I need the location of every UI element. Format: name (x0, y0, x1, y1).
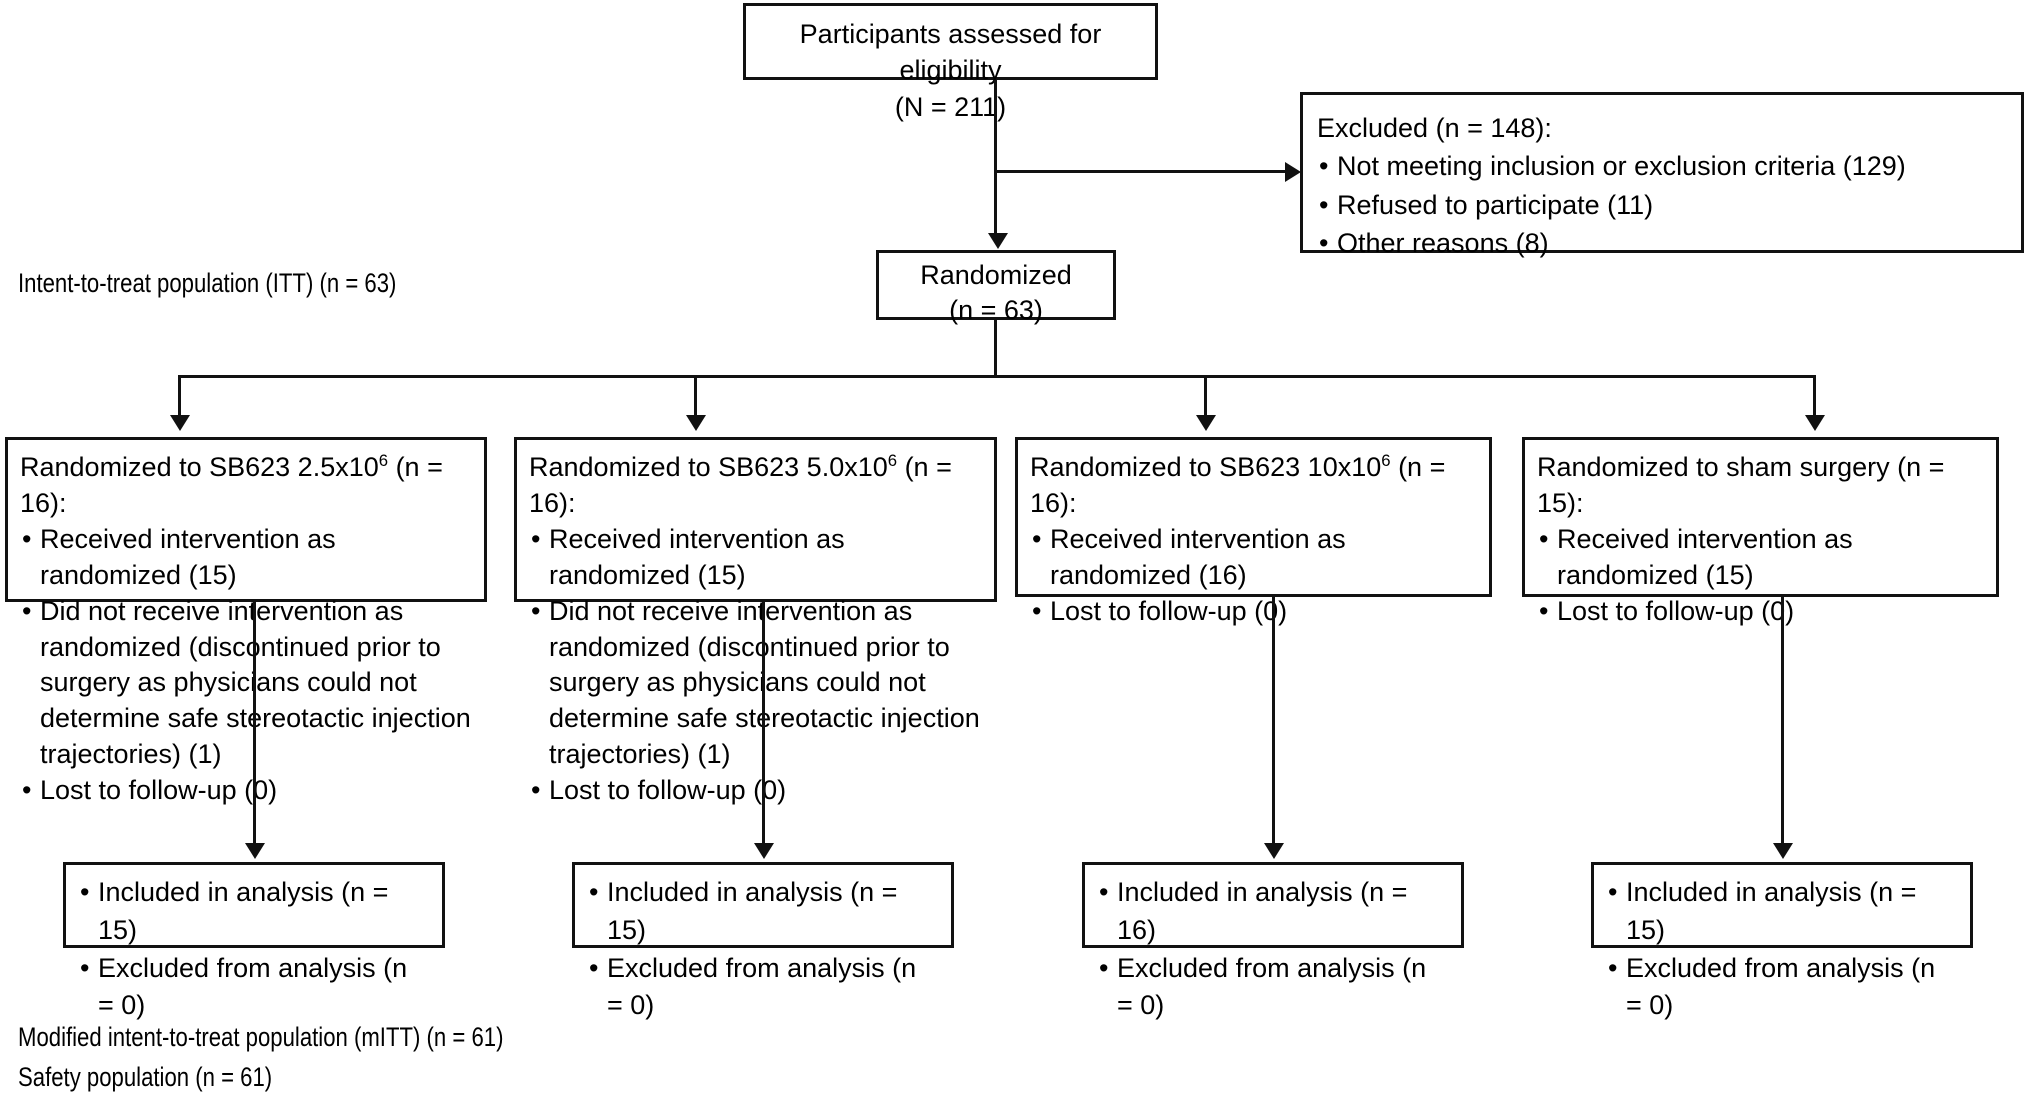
stem-to-arm-1 (178, 375, 181, 417)
stem-to-arm-3 (1204, 375, 1207, 417)
randomized-line1: Randomized (920, 260, 1072, 290)
split-bar (178, 375, 1816, 378)
list-item: Included in analysis (n = 15) (587, 874, 939, 950)
list-item: Received intervention as randomized (16) (1030, 522, 1477, 594)
trunk-line-randomized-to-split (994, 320, 997, 378)
analysis-list-4: Included in analysis (n = 15) Excluded f… (1606, 874, 1958, 1025)
stem-arm1-to-analysis1 (253, 602, 256, 845)
arrow-down-to-randomized (988, 233, 1008, 249)
list-item: Received intervention as randomized (15) (529, 522, 982, 594)
stem-arm3-to-analysis3 (1272, 597, 1275, 845)
arm-heading-4: Randomized to sham surgery (n = 15): (1537, 452, 1945, 518)
analysis-box-2: Included in analysis (n = 15) Excluded f… (572, 862, 954, 1020)
list-item: Lost to follow-up (0) (1537, 594, 1984, 630)
arm-item-list-4: Received intervention as randomized (15)… (1537, 522, 1984, 630)
list-item: Excluded from analysis (n = 0) (78, 950, 430, 1026)
arm-item-list-2: Received intervention as randomized (15)… (529, 522, 982, 809)
list-item: Did not receive intervention as randomiz… (529, 594, 982, 774)
excluded-reason-list: Not meeting inclusion or exclusion crite… (1317, 147, 2007, 262)
trunk-line-assessed-to-randomized (994, 80, 997, 235)
analysis-list-2: Included in analysis (n = 15) Excluded f… (587, 874, 939, 1025)
list-item: Included in analysis (n = 16) (1097, 874, 1449, 950)
stem-to-arm-4 (1813, 375, 1816, 417)
list-item: Excluded from analysis (n = 0) (1606, 950, 1958, 1026)
list-item: Excluded from analysis (n = 0) (1097, 950, 1449, 1026)
itt-population-label: Intent-to-treat population (ITT) (n = 63… (18, 268, 397, 298)
arrow-down-to-analysis-4 (1773, 843, 1793, 859)
branch-line-to-excluded (994, 170, 1286, 173)
analysis-box-1: Included in analysis (n = 15) Excluded f… (63, 862, 445, 1020)
excluded-box: Excluded (n = 148): Not meeting inclusio… (1300, 92, 2024, 263)
arrow-right-to-excluded (1285, 162, 1301, 182)
arm-box-3: Randomized to SB623 10x106 (n = 16): Rec… (1015, 437, 1492, 629)
randomized-box: Randomized (n = 63) (876, 250, 1116, 325)
assessed-line2: (N = 211) (894, 91, 1007, 122)
list-item: Refused to participate (11) (1317, 186, 2007, 225)
list-item: Included in analysis (n = 15) (1606, 874, 1958, 950)
arm-heading-1: Randomized to SB623 2.5x106 (n = 16): (20, 451, 443, 518)
analysis-list-3: Included in analysis (n = 16) Excluded f… (1097, 874, 1449, 1025)
list-item: Lost to follow-up (0) (529, 773, 982, 809)
analysis-box-4: Included in analysis (n = 15) Excluded f… (1591, 862, 1973, 1020)
list-item: Did not receive intervention as randomiz… (20, 594, 472, 774)
arm-heading-3: Randomized to SB623 10x106 (n = 16): (1030, 451, 1446, 518)
stem-arm4-to-analysis4 (1781, 597, 1784, 845)
arrow-down-to-arm-1 (170, 415, 190, 431)
list-item: Included in analysis (n = 15) (78, 874, 430, 950)
stem-to-arm-2 (694, 375, 697, 417)
analysis-box-3: Included in analysis (n = 16) Excluded f… (1082, 862, 1464, 1020)
arrow-down-to-arm-3 (1196, 415, 1216, 431)
arrow-down-to-analysis-2 (754, 843, 774, 859)
arrow-down-to-arm-2 (686, 415, 706, 431)
stem-arm2-to-analysis2 (762, 602, 765, 845)
arm-box-4: Randomized to sham surgery (n = 15): Rec… (1522, 437, 1999, 629)
list-item: Received intervention as randomized (15) (1537, 522, 1984, 594)
arrow-down-to-analysis-3 (1264, 843, 1284, 859)
arm-box-2: Randomized to SB623 5.0x106 (n = 16): Re… (514, 437, 997, 809)
excluded-heading: Excluded (n = 148): (1317, 113, 1552, 143)
list-item: Lost to follow-up (0) (20, 773, 472, 809)
mitt-population-label: Modified intent-to-treat population (mIT… (18, 1022, 504, 1052)
analysis-list-1: Included in analysis (n = 15) Excluded f… (78, 874, 430, 1025)
list-item: Lost to follow-up (0) (1030, 594, 1477, 630)
arrow-down-to-analysis-1 (245, 843, 265, 859)
arm-box-1: Randomized to SB623 2.5x106 (n = 16): Re… (5, 437, 487, 809)
list-item: Excluded from analysis (n = 0) (587, 950, 939, 1026)
safety-population-label: Safety population (n = 61) (18, 1062, 273, 1092)
list-item: Other reasons (8) (1317, 224, 2007, 263)
arm-item-list-1: Received intervention as randomized (15)… (20, 522, 472, 809)
arm-heading-2: Randomized to SB623 5.0x106 (n = 16): (529, 451, 952, 518)
assessed-for-eligibility-box: Participants assessed for eligibility (N… (743, 3, 1158, 122)
list-item: Received intervention as randomized (15) (20, 522, 472, 594)
list-item: Not meeting inclusion or exclusion crite… (1317, 147, 2007, 186)
assessed-line1: Participants assessed for eligibility (799, 19, 1102, 86)
arm-item-list-3: Received intervention as randomized (16)… (1030, 522, 1477, 630)
arrow-down-to-arm-4 (1805, 415, 1825, 431)
